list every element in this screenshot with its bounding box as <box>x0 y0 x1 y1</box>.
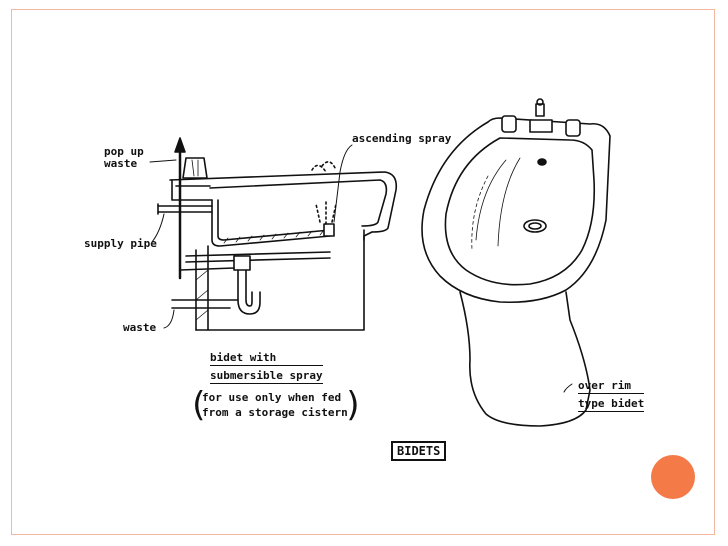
slide-frame <box>11 9 715 535</box>
label-pop-up-line1: pop up <box>104 145 144 158</box>
accent-circle <box>651 455 695 499</box>
note-line2: from a storage cistern <box>202 406 348 419</box>
label-pop-up-waste: pop up waste <box>104 146 144 170</box>
label-supply-pipe: supply pipe <box>84 237 157 250</box>
label-bidet-submersible: bidet with submersible spray <box>210 352 323 384</box>
label-over-rim: over rim type bidet <box>578 380 645 412</box>
paren-close: ) <box>343 385 364 425</box>
over-rim-bidet <box>421 98 611 427</box>
label-bidet-line1: bidet with <box>210 352 323 366</box>
label-ascending-spray: ascending spray <box>352 132 452 145</box>
label-waste: waste <box>123 321 157 334</box>
label-over-rim-line1: over rim <box>578 380 645 394</box>
sectional-bidet <box>149 137 398 331</box>
paren-open: ( <box>188 385 209 425</box>
note-line1: for use only when fed <box>202 391 342 404</box>
label-pop-up-line2: waste <box>104 157 138 170</box>
label-over-rim-line2: type bidet <box>578 397 645 412</box>
label-storage-note: ( for use only when fed from a storage c… <box>188 388 364 422</box>
label-bidet-line2: submersible spray <box>210 369 323 384</box>
diagram-title: BIDETS <box>391 441 447 461</box>
